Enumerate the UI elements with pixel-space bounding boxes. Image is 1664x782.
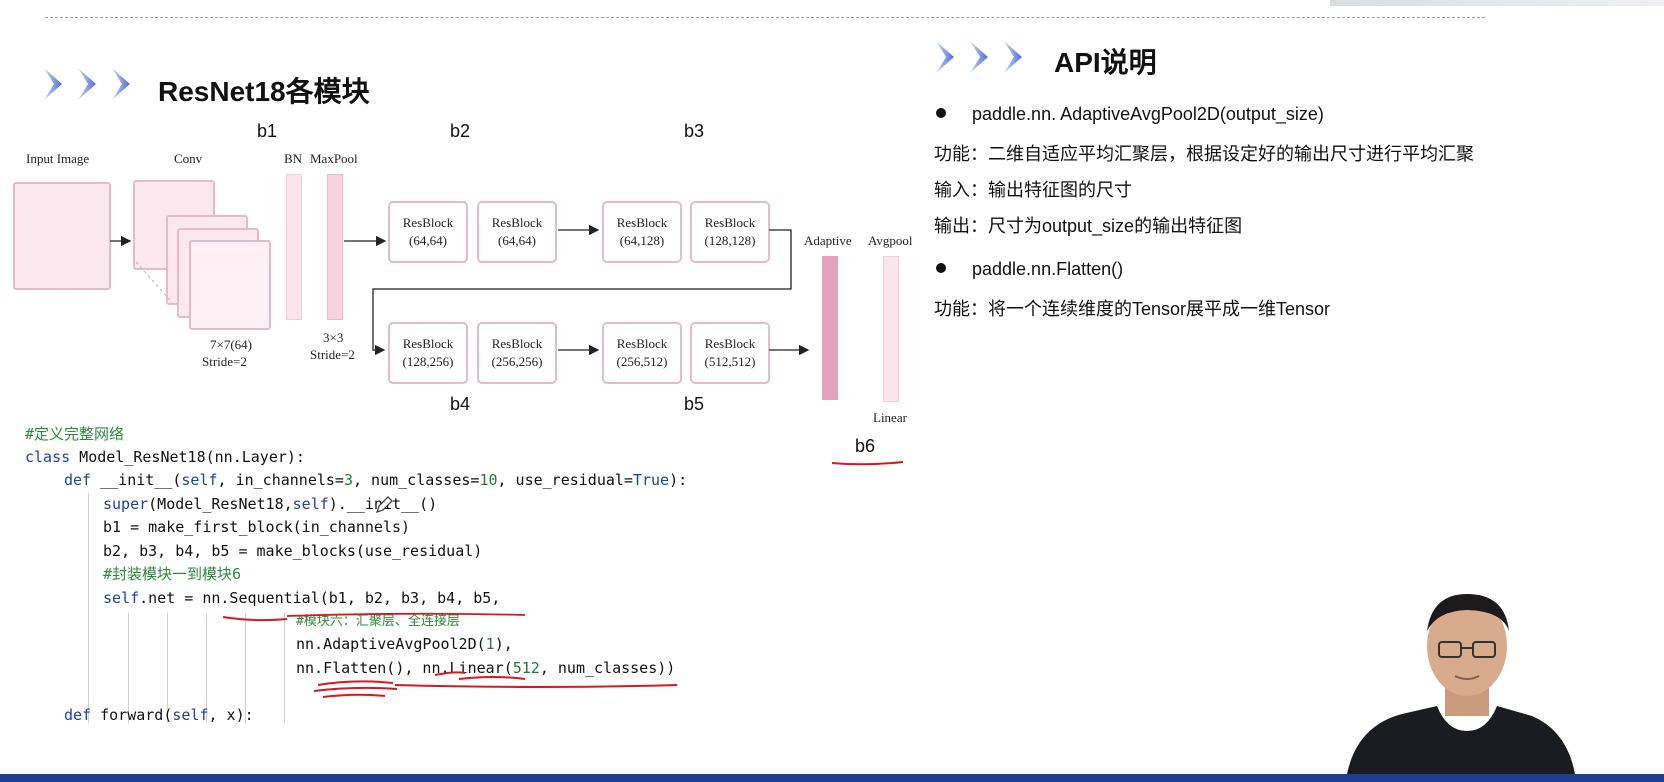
resnet-architecture-diagram: b1 b2 b3 b4 b5 b6 Input Image Conv BN Ma… (0, 0, 920, 470)
resblock-2: ResBlock (64,64) (477, 201, 557, 263)
adaptive-avgpool-bar (822, 256, 838, 400)
resblock-5: ResBlock (128,256) (388, 322, 468, 384)
top-strip (1330, 0, 1664, 6)
block-label-b3: b3 (684, 121, 705, 141)
bn-label: BN (284, 151, 303, 166)
api-section-title: API说明 (1054, 47, 1157, 78)
resblock-dims: (64,128) (619, 233, 665, 248)
resblock-dims: (256,512) (616, 354, 668, 369)
block-label-b4: b4 (450, 394, 471, 414)
avgpool-label: Avgpool (868, 233, 913, 248)
resblock-name: ResBlock (491, 215, 543, 230)
code-line-b2: b2, b3, b4, b5 = make_blocks(use_residua… (103, 542, 483, 560)
resblock-name: ResBlock (704, 215, 756, 230)
code-line-forward: def forward(self, x): (64, 706, 254, 724)
maxpool-label: MaxPool (310, 151, 358, 166)
resnet-section-title: ResNet18各模块 (158, 76, 370, 107)
resblock-dims: (256,256) (491, 354, 543, 369)
resblock-dims: (128,256) (402, 354, 454, 369)
adaptive-label: Adaptive (804, 233, 852, 248)
presenter-avatar-icon (1327, 566, 1664, 774)
resblock-dims: (512,512) (704, 354, 756, 369)
resblock-name: ResBlock (704, 336, 756, 351)
resblock-dims: (64,64) (498, 233, 536, 248)
resblock-3: ResBlock (64,128) (602, 201, 682, 263)
code-line-comment-wrap: #封装模块一到模块6 (103, 565, 242, 583)
code-block: #定义完整网络 class Model_ResNet18(nn.Layer): … (25, 423, 925, 775)
pen-cursor-icon (376, 496, 393, 513)
input-image-box (13, 182, 111, 290)
api-func-1: 功能：二维自适应平均汇聚层，根据设定好的输出尺寸进行平均汇聚 (934, 144, 1474, 164)
conv-label: Conv (174, 151, 203, 166)
bn-layer-bar (286, 174, 302, 320)
chevron-arrows-icon (44, 68, 130, 100)
chevron-arrows-icon (936, 41, 1022, 73)
linear-label: Linear (873, 410, 907, 425)
api-output-1: 输出：尺寸为output_size的输出特征图 (934, 216, 1243, 236)
block-label-b6: b6 (855, 436, 876, 456)
resblock-dims: (64,64) (409, 233, 447, 248)
conv-kernel-label: 7×7(64) (210, 337, 252, 352)
resblock-name: ResBlock (402, 336, 454, 351)
code-line-init: def __init__(self, in_channels=3, num_cl… (64, 471, 688, 489)
api-func-2: 功能：将一个连续维度的Tensor展平成一维Tensor (934, 299, 1331, 319)
api-item-adaptiveavgpool: paddle.nn. AdaptiveAvgPool2D(output_size… (936, 104, 1324, 125)
code-line-net: self.net = nn.Sequential(b1, b2, b3, b4,… (103, 589, 501, 607)
resblock-dims: (128,128) (704, 233, 756, 248)
input-image-label: Input Image (26, 151, 90, 166)
resblock-name: ResBlock (616, 336, 668, 351)
red-annotation-strokes (222, 612, 678, 698)
block-label-b2: b2 (450, 121, 471, 141)
presenter-video (1327, 566, 1664, 774)
api-item-text: paddle.nn.Flatten() (972, 259, 1124, 279)
conv-stride-label: Stride=2 (202, 354, 247, 369)
pool-kernel-label: 3×3 (323, 330, 344, 345)
api-item-flatten: paddle.nn.Flatten() (936, 259, 1123, 280)
maxpool-layer-bar (327, 174, 343, 320)
code-line-class: class Model_ResNet18(nn.Layer): (25, 448, 305, 466)
header-divider (45, 17, 1485, 18)
resblock-6: ResBlock (256,256) (477, 322, 557, 384)
bottom-bar (0, 774, 1664, 782)
resblock-name: ResBlock (402, 215, 454, 230)
resblock-name: ResBlock (491, 336, 543, 351)
code-line-b1: b1 = make_first_block(in_channels) (103, 518, 411, 536)
bullet-icon (936, 108, 946, 119)
bullet-icon (936, 263, 946, 274)
resblock-name: ResBlock (616, 215, 668, 230)
resblock-7: ResBlock (256,512) (602, 322, 682, 384)
code-line-comment: #定义完整网络 (25, 425, 125, 443)
code-line-pool: nn.AdaptiveAvgPool2D(1), (296, 635, 513, 653)
linear-layer-bar (883, 256, 899, 402)
resblock-4: ResBlock (128,128) (690, 201, 770, 263)
block-label-b5: b5 (684, 394, 705, 414)
block-label-b1: b1 (257, 121, 278, 141)
api-item-text: paddle.nn. AdaptiveAvgPool2D(output_size… (972, 104, 1324, 124)
code-line-super: super(Model_ResNet18,self).__init__() (103, 495, 437, 513)
code-line-comment-six: #模块六：汇聚层、全连接层 (296, 614, 460, 629)
resblock-1: ResBlock (64,64) (388, 201, 468, 263)
code-line-flatten: nn.Flatten(), nn.Linear(512, num_classes… (296, 659, 676, 677)
conv-feature-map (189, 240, 271, 330)
api-input-1: 输入：输出特征图的尺寸 (934, 180, 1132, 200)
diagram-arrows (110, 224, 904, 466)
pool-stride-label: Stride=2 (310, 347, 355, 362)
resblock-8: ResBlock (512,512) (690, 322, 770, 384)
